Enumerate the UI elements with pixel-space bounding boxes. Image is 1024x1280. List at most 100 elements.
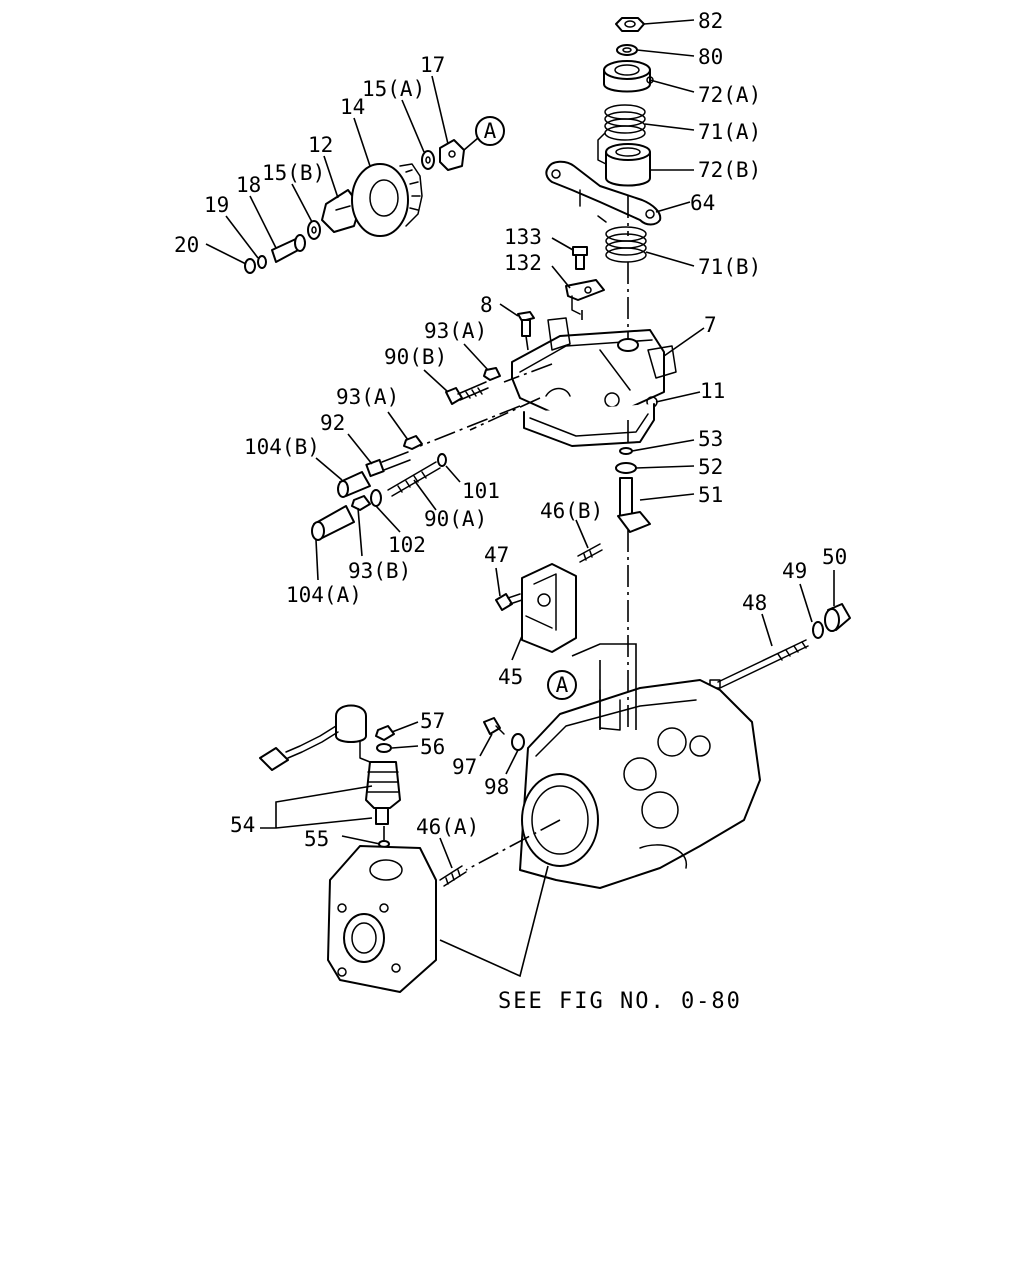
spring-seat-72b (605, 143, 651, 187)
callout-46a: 46(A) (416, 815, 479, 839)
washer-15a (421, 150, 435, 170)
ref-mark-a-top-label: A (484, 119, 497, 143)
callout-71a: 71(A) (698, 120, 761, 144)
washer-52 (615, 462, 637, 474)
callout-93b: 93(B) (348, 559, 411, 583)
gear-14 (351, 163, 423, 237)
callout-12: 12 (308, 133, 333, 157)
callout-8: 8 (480, 293, 493, 317)
spring-seat-72a (603, 60, 654, 93)
plate-17 (439, 139, 465, 171)
rod-48 (709, 639, 809, 689)
callout-82: 82 (698, 9, 723, 33)
nut-93b (351, 495, 371, 511)
callout-72b: 72(B) (698, 158, 761, 182)
nut-82 (615, 17, 645, 32)
callout-19: 19 (204, 193, 229, 217)
pin-46b (577, 543, 603, 563)
spring-71b (597, 215, 647, 263)
see-figure-note: SEE FIG NO. 0-80 (498, 989, 742, 1014)
callout-72a: 72(A) (698, 83, 761, 107)
spring-71a (597, 104, 646, 165)
callout-15b: 15(B) (262, 161, 325, 185)
washer-56 (376, 743, 392, 753)
center-lines (383, 196, 637, 881)
cam-12 (321, 189, 361, 233)
callout-56: 56 (420, 735, 445, 759)
callout-11: 11 (700, 379, 725, 403)
cap-104b (337, 471, 371, 498)
o-ring-49 (812, 621, 824, 639)
governor-cover-7 (511, 317, 677, 417)
leader-lines (205, 19, 835, 978)
callout-90a: 90(A) (424, 507, 487, 531)
ref-mark-a-bottom-label: A (556, 673, 569, 697)
callout-104a: 104(A) (286, 583, 362, 607)
shaft-18 (271, 234, 306, 263)
ref-mark-a-top: A (475, 116, 505, 146)
shaft-51 (617, 477, 651, 533)
washer-80 (616, 44, 638, 56)
callout-132: 132 (504, 251, 542, 275)
screw-97 (483, 717, 505, 735)
nut-93a-top (483, 367, 501, 381)
callout-53: 53 (698, 427, 723, 451)
screw-92 (365, 451, 411, 478)
callout-92: 92 (320, 411, 345, 435)
nut-57 (375, 725, 395, 741)
screw-8 (517, 311, 535, 337)
screw-47 (495, 593, 523, 611)
callout-90b: 90(B) (384, 345, 447, 369)
callout-98: 98 (484, 775, 509, 799)
callout-93a-top: 93(A) (424, 319, 487, 343)
o-ring-101 (437, 453, 447, 467)
lever-64 (545, 160, 662, 226)
nut-93a-mid (403, 435, 423, 450)
callout-101: 101 (462, 479, 500, 503)
bracket-45 (521, 563, 577, 653)
callout-14: 14 (340, 95, 365, 119)
ring-19 (257, 255, 267, 269)
pin-46a (439, 865, 467, 887)
o-ring-53 (619, 447, 633, 455)
gasket-11 (523, 403, 655, 447)
callout-71b: 71(B) (698, 255, 761, 279)
washer-15b (307, 220, 321, 240)
callout-48: 48 (742, 591, 767, 615)
callout-52: 52 (698, 455, 723, 479)
callout-17: 17 (420, 53, 445, 77)
callout-labels: 82 80 72(A) 71(A) 72(B) 64 71(B) 133 132… (174, 9, 847, 851)
bracket-132 (565, 279, 605, 315)
callout-55: 55 (304, 827, 329, 851)
callout-47: 47 (484, 543, 509, 567)
screw-90b (445, 381, 489, 405)
callout-7: 7 (704, 313, 717, 337)
callout-102: 102 (388, 533, 426, 557)
callout-18: 18 (236, 173, 261, 197)
cap-104a (311, 505, 355, 541)
callout-133: 133 (504, 225, 542, 249)
callout-20: 20 (174, 233, 199, 257)
washer-102 (370, 489, 382, 507)
callout-46b: 46(B) (540, 499, 603, 523)
pump-body (519, 679, 761, 889)
callout-57: 57 (420, 709, 445, 733)
callout-45: 45 (498, 665, 523, 689)
callout-97: 97 (452, 755, 477, 779)
callout-51: 51 (698, 483, 723, 507)
cap-50 (824, 603, 851, 632)
ring-20 (244, 258, 256, 274)
callout-54: 54 (230, 813, 255, 837)
callout-93a-mid: 93(A) (336, 385, 399, 409)
washer-98 (511, 733, 525, 751)
callout-80: 80 (698, 45, 723, 69)
ref-mark-a-bottom: A (547, 670, 577, 700)
callout-15a: 15(A) (362, 77, 425, 101)
callout-64: 64 (690, 191, 715, 215)
head-plate (327, 845, 437, 993)
bolt-133 (572, 246, 588, 270)
callout-49: 49 (782, 559, 807, 583)
screw-90a (387, 461, 441, 497)
solenoid-54 (259, 704, 401, 825)
